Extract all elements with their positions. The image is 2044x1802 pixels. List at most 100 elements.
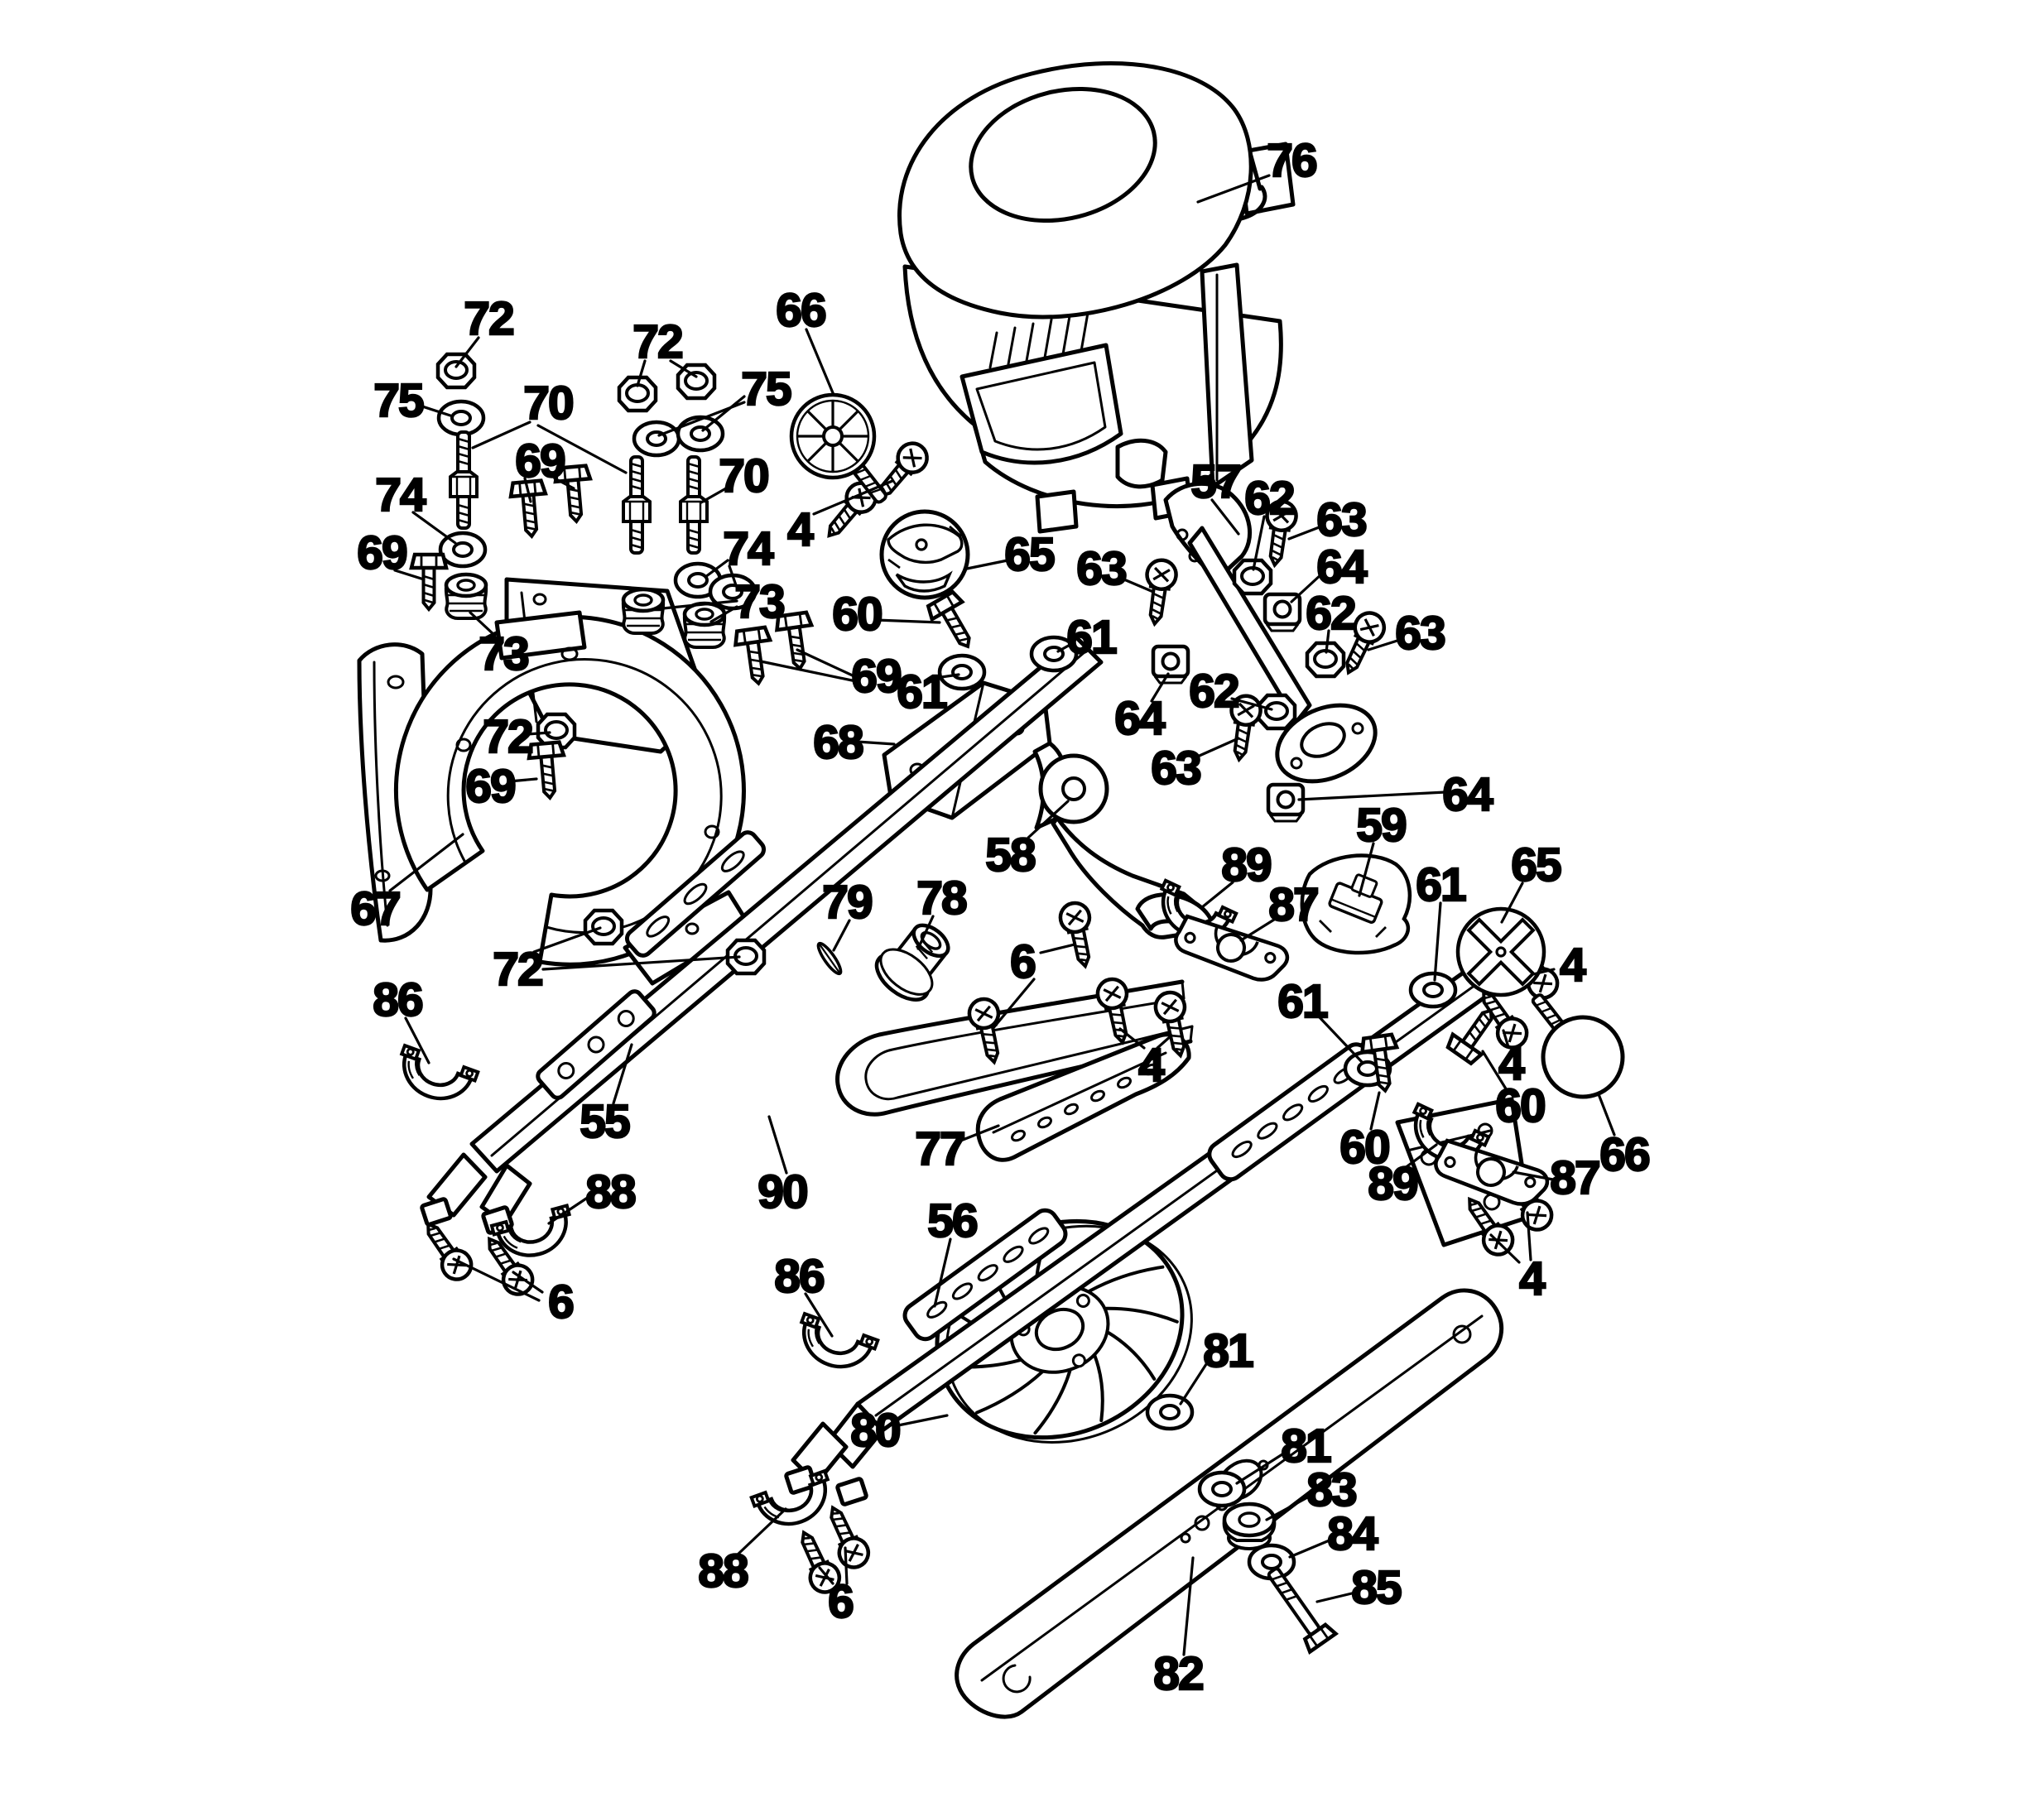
leader-line: [804, 1292, 834, 1338]
leader-line: [1150, 672, 1170, 703]
callout-4: 4: [1498, 1037, 1525, 1090]
leader-line: [965, 559, 1009, 570]
leader-line: [1287, 525, 1323, 541]
callout-61: 61: [1416, 858, 1466, 911]
callout-78: 78: [916, 872, 966, 925]
leader-line: [404, 1016, 430, 1064]
part-washer: [634, 422, 679, 455]
part-cam59: [1302, 856, 1410, 953]
part-mount: [685, 603, 724, 647]
callout-69: 69: [851, 650, 901, 703]
leader-line: [916, 915, 935, 950]
callout-87: 87: [1550, 1151, 1599, 1204]
leader-line: [844, 1546, 849, 1585]
part-nut: [585, 911, 622, 944]
callout-4: 4: [1519, 1252, 1546, 1305]
callout-6: 6: [828, 1575, 853, 1628]
leader-line: [1316, 1014, 1364, 1064]
callout-72: 72: [493, 943, 542, 996]
leader-line: [1196, 174, 1271, 204]
fan-blade: [1033, 1368, 1072, 1435]
callout-59: 59: [1356, 799, 1406, 852]
callout-69: 69: [357, 526, 406, 579]
part-bhalf: [791, 1314, 878, 1377]
part-nut: [438, 354, 474, 387]
leader-line: [957, 1124, 1000, 1143]
part-screw: [1140, 558, 1177, 626]
callout-72: 72: [632, 315, 682, 368]
leader-line: [1502, 1029, 1510, 1049]
leader-line: [1027, 800, 1070, 839]
callout-73: 73: [734, 575, 784, 628]
callout-69: 69: [515, 435, 565, 488]
leader-line: [523, 477, 532, 503]
callout-81: 81: [1203, 1324, 1253, 1377]
leader-line: [1532, 968, 1556, 976]
leader-line: [669, 359, 698, 378]
fan-blade: [974, 1370, 1044, 1415]
callout-61: 61: [897, 666, 947, 718]
leader-line: [709, 605, 738, 623]
part-washer: [678, 417, 723, 450]
leader-line: [1118, 576, 1155, 593]
leader-line: [657, 401, 746, 437]
leader-line: [1597, 1093, 1616, 1136]
part-hub83: [1224, 1504, 1275, 1549]
callout-75: 75: [741, 363, 791, 416]
callout-72: 72: [483, 710, 532, 763]
part-bhalf: [392, 1045, 479, 1109]
leader-line: [526, 731, 551, 736]
callout-74: 74: [723, 522, 774, 575]
leader-line: [512, 1271, 544, 1294]
leader-line: [1500, 882, 1524, 924]
part-washer: [940, 656, 984, 689]
callout-57: 57: [1190, 455, 1240, 508]
callout-64: 64: [1316, 541, 1368, 593]
callout-62: 62: [1244, 472, 1294, 525]
callout-69: 69: [465, 760, 515, 813]
leader-line: [553, 477, 575, 490]
leader-line: [991, 978, 1036, 1031]
leader-line: [541, 955, 741, 971]
callout-64: 64: [1114, 692, 1166, 745]
callout-86: 86: [774, 1250, 824, 1303]
leader-line: [1369, 1091, 1381, 1131]
callout-60: 60: [1495, 1079, 1545, 1132]
leader-line: [796, 648, 858, 679]
leader-line: [1526, 1211, 1532, 1261]
part-stud: [679, 455, 709, 555]
leader-line: [1252, 515, 1266, 571]
leader-line: [728, 565, 738, 587]
part-clutch65: [882, 512, 968, 598]
baffle-plate-67: [394, 610, 752, 986]
leader-line: [855, 740, 896, 746]
callout-60: 60: [1339, 1121, 1389, 1174]
callout-65: 65: [1004, 528, 1055, 581]
callout-61: 61: [1277, 975, 1328, 1028]
leader-line: [411, 511, 457, 545]
leader-line: [1288, 1538, 1333, 1559]
callout-63: 63: [1076, 542, 1126, 595]
part-roller: [868, 913, 961, 1008]
callout-68: 68: [813, 716, 863, 769]
leader-line: [1325, 629, 1330, 654]
fan-blade: [1104, 1306, 1179, 1324]
leader-line: [1056, 642, 1075, 653]
callout-63: 63: [1151, 742, 1200, 795]
callout-4: 4: [787, 503, 814, 556]
callout-62: 62: [1189, 665, 1238, 718]
leader-line: [418, 404, 452, 417]
callout-4: 4: [1560, 939, 1586, 992]
leader-line: [1433, 901, 1442, 982]
leader-line: [452, 1257, 541, 1302]
leader-layer: [388, 174, 1616, 1656]
part-bolt: [528, 742, 568, 799]
callout-61: 61: [1066, 611, 1117, 664]
part-fan66: [791, 395, 887, 504]
part-stud: [622, 455, 652, 555]
callout-73: 73: [479, 627, 528, 680]
callout-74: 74: [375, 469, 426, 521]
